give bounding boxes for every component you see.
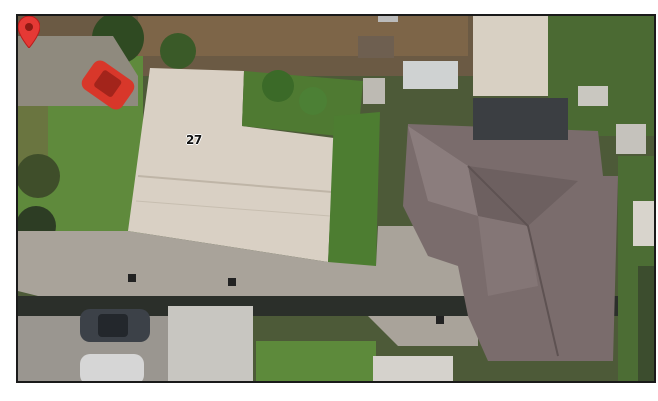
red-car bbox=[81, 60, 135, 110]
shed bbox=[363, 78, 385, 104]
neighbor-roof-bottom bbox=[168, 306, 253, 381]
marker-label: 27 bbox=[186, 133, 202, 147]
aerial-imagery bbox=[18, 16, 654, 381]
satellite-map[interactable]: 27 bbox=[16, 14, 656, 383]
tree bbox=[160, 33, 196, 69]
lawn-strip bbox=[328, 112, 380, 266]
lawn-bottom bbox=[256, 341, 376, 381]
boat bbox=[403, 61, 458, 89]
solar-panels bbox=[473, 98, 568, 140]
concrete-driveway bbox=[18, 226, 478, 346]
house-roof-27 bbox=[128, 68, 334, 262]
map-pin-icon[interactable] bbox=[18, 16, 40, 48]
white-car bbox=[80, 354, 144, 381]
